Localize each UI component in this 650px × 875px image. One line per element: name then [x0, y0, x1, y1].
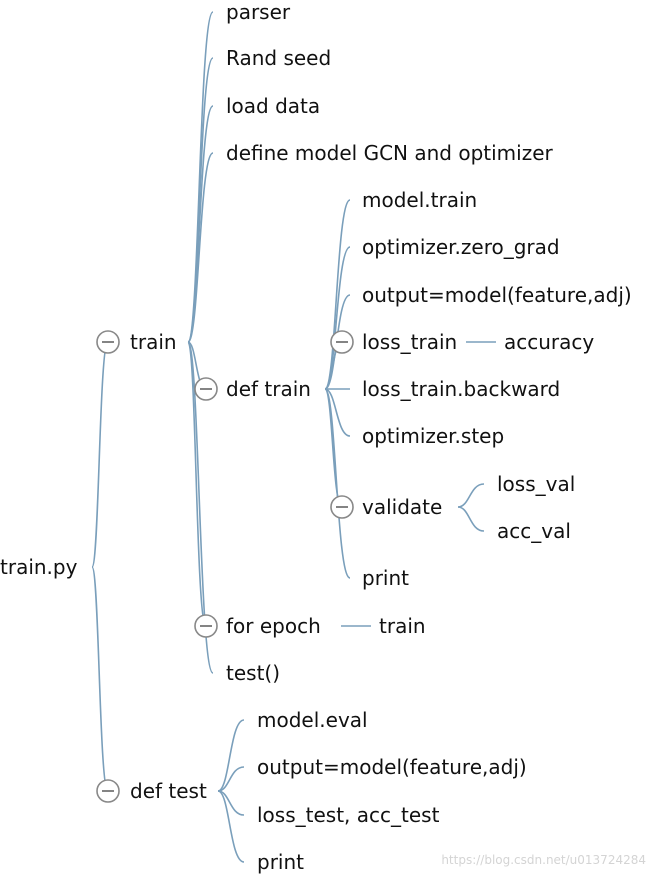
node-label: define model GCN and optimizer [226, 141, 554, 165]
node-load-data: load data [226, 94, 320, 118]
branch-link-zero-grad [324, 246, 351, 390]
branch-link-define-model [187, 152, 214, 343]
branch-link-step [324, 388, 351, 437]
node-label: load data [226, 94, 320, 118]
node-print-train: print [362, 566, 409, 590]
node-label: train.py [0, 555, 78, 579]
node-label: for epoch [226, 614, 321, 638]
node-print-test: print [257, 850, 304, 874]
node-label: optimizer.step [362, 424, 504, 448]
node-def-train[interactable]: def train [194, 377, 311, 401]
node-loss-train[interactable]: loss_train [330, 330, 457, 354]
branch-link-print-test [217, 790, 245, 863]
node-acc-val: acc_val [497, 519, 571, 543]
branch-link-for-epoch [187, 341, 207, 627]
node-label: test() [226, 661, 280, 685]
node-label: def train [226, 377, 311, 401]
node-model-eval: model.eval [257, 708, 368, 732]
node-model-train: model.train [362, 188, 477, 212]
branch-link-train [91, 341, 109, 568]
node-label: loss_val [497, 472, 575, 496]
node-accuracy: accuracy [504, 330, 594, 354]
node-label: print [362, 566, 409, 590]
node-epoch-train: train [379, 614, 426, 638]
node-label: train [379, 614, 426, 638]
node-label: model.eval [257, 708, 368, 732]
branch-link-test-call [187, 341, 214, 674]
node-loss-val: loss_val [497, 472, 575, 496]
node-label: validate [362, 495, 442, 519]
node-for-epoch[interactable]: for epoch [194, 614, 321, 638]
branch-link-output-test [217, 766, 245, 792]
node-label: acc_val [497, 519, 571, 543]
node-label: model.train [362, 188, 477, 212]
branch-link-model-eval [217, 719, 245, 792]
node-root: train.py [0, 555, 78, 579]
branch-link-acc-val [457, 506, 485, 532]
node-label: loss_train [362, 330, 457, 354]
node-label: print [257, 850, 304, 874]
node-label: output=model(feature,adj) [257, 755, 527, 779]
branch-link-loss-val [457, 483, 485, 508]
node-step: optimizer.step [362, 424, 504, 448]
node-define-model: define model GCN and optimizer [226, 141, 554, 165]
node-label: accuracy [504, 330, 594, 354]
node-label: Rand seed [226, 46, 331, 70]
node-parser: parser [226, 0, 291, 24]
branch-link-def-test [91, 566, 109, 792]
node-test-call: test() [226, 661, 280, 685]
node-output-train: output=model(feature,adj) [362, 283, 632, 307]
node-label: loss_train.backward [362, 377, 560, 401]
node-train[interactable]: train [96, 330, 177, 354]
node-backward: loss_train.backward [362, 377, 560, 401]
node-validate[interactable]: validate [330, 495, 442, 519]
node-rand-seed: Rand seed [226, 46, 331, 70]
node-label: parser [226, 0, 291, 24]
node-label: optimizer.zero_grad [362, 235, 560, 259]
watermark-text: https://blog.csdn.net/u013724284 [441, 853, 646, 867]
node-label: def test [130, 779, 207, 803]
node-label: output=model(feature,adj) [362, 283, 632, 307]
node-zero-grad: optimizer.zero_grad [362, 235, 560, 259]
node-output-test: output=model(feature,adj) [257, 755, 527, 779]
node-label: train [130, 330, 177, 354]
node-label: loss_test, acc_test [257, 803, 440, 827]
branch-link-model-train [324, 199, 351, 390]
branch-link-print-train [324, 388, 351, 579]
node-def-test[interactable]: def test [96, 779, 207, 803]
node-loss-test: loss_test, acc_test [257, 803, 440, 827]
